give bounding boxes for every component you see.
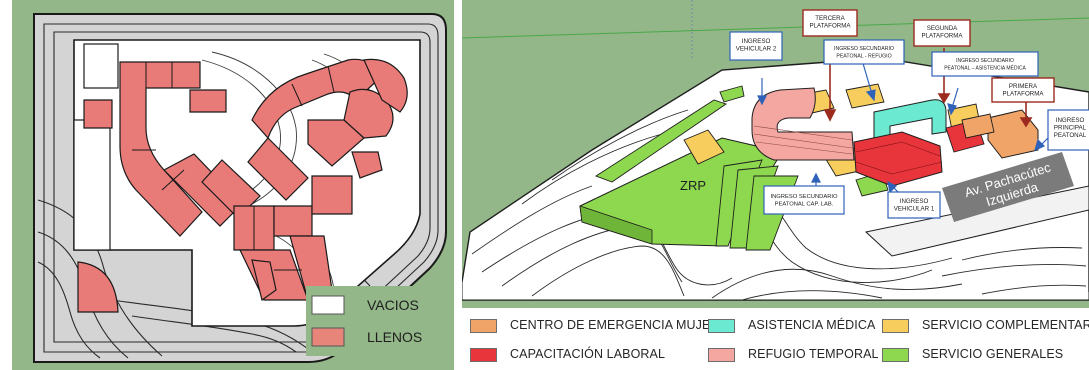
- footprint-divisions: [132, 62, 335, 271]
- terrain-edge: [462, 282, 1089, 301]
- building-footprint: [273, 205, 313, 237]
- legend-swatch: [882, 319, 909, 333]
- callout-box: [1047, 109, 1089, 151]
- callout-box: [931, 51, 1039, 77]
- callout-label-line: VEHICULAR 1: [894, 205, 935, 212]
- services-strip: [595, 99, 728, 183]
- building-footprint: [351, 151, 383, 179]
- refuge-block: [751, 87, 855, 161]
- callout-label-line: PEATONAL CAP. LAB.: [775, 201, 834, 207]
- callout-label-line: PLATAFORMA: [921, 32, 963, 39]
- legend-label: CENTRO DE EMERGENCIA MUJER: [510, 318, 720, 332]
- callout-boxes: [729, 9, 1089, 219]
- callout-label-line: PEATONAL – ASISTENCIA MÉDICA: [944, 64, 1026, 71]
- complementary-block: [683, 129, 725, 165]
- callout-label-line: INGRESO SECUNDARIO: [834, 46, 894, 52]
- building-footprint: [247, 137, 309, 201]
- legend-swatch: [882, 348, 909, 362]
- built-footprints: [77, 58, 408, 313]
- void-block: [73, 119, 111, 251]
- zrp-block-side: [579, 205, 653, 245]
- legend-swatch-vacios: [311, 295, 345, 315]
- callout-label-line: PLATAFORMA: [1002, 90, 1044, 97]
- callout-box: [991, 77, 1055, 103]
- medical-block: [873, 99, 947, 141]
- building-footprint: [311, 175, 353, 215]
- legend-swatch: [708, 319, 735, 333]
- building-footprint: [77, 261, 119, 313]
- callout-label-line: TERCERA: [815, 15, 845, 22]
- callout-label-line: PRIMERA: [1009, 83, 1038, 90]
- legend-label: ASISTENCIA MÉDICA: [748, 318, 876, 332]
- callout-label-line: INGRESO: [742, 38, 771, 45]
- building-footprint: [83, 99, 113, 129]
- site-plan-panel: VACIOS LLENOS: [12, 0, 454, 370]
- building-footprint: [251, 58, 383, 140]
- training-block: [853, 131, 943, 187]
- building-footprint: [363, 58, 408, 113]
- legend-label: SERVICIO COMPLEMENTARIO: [922, 318, 1089, 332]
- callout-label-line: PRINCIPAL: [1054, 124, 1087, 131]
- legend-swatch: [470, 348, 497, 362]
- building-footprint: [189, 89, 227, 113]
- callout-label-line: PEATONAL - REFUGIO: [836, 53, 891, 59]
- services-block: [719, 85, 745, 103]
- callout-label-line: PLATAFORMA: [809, 22, 851, 29]
- callout-box: [802, 9, 858, 37]
- callout-label-line: INGRESO: [1056, 117, 1085, 124]
- avenue-sign: [942, 152, 1074, 222]
- callout-box: [887, 191, 941, 219]
- legend-swatch: [470, 319, 497, 333]
- legend-swatch-llenos: [311, 327, 345, 347]
- refuge-floor-lines: [753, 125, 853, 155]
- legend-label: REFUGIO TEMPORAL: [748, 347, 879, 361]
- emergency-center-block: [961, 113, 995, 139]
- void-block: [83, 43, 119, 89]
- callout-label-line: INGRESO SECUNDARIO: [771, 194, 838, 200]
- callout-box: [729, 31, 783, 61]
- legend-label-llenos: LLENOS: [367, 329, 423, 345]
- callout-label-line: INGRESO: [900, 198, 929, 205]
- zrp-label: ZRP: [680, 178, 706, 193]
- callout-box: [823, 39, 905, 65]
- legend-label-vacios: VACIOS: [367, 297, 419, 313]
- building-footprint: [307, 119, 365, 167]
- callout-label-line: INGRESO SECUNDARIO: [956, 58, 1014, 64]
- training-floor-lines: [855, 141, 943, 175]
- axis-line: [462, 17, 1089, 39]
- callout-label-line: SEGUNDA: [927, 25, 958, 32]
- legend-label: SERVICIO GENERALES: [922, 347, 1064, 361]
- legend-label: CAPACITACIÓN LABORAL: [510, 347, 666, 361]
- callout-label-line: VEHICULAR 2: [736, 45, 777, 52]
- legend-swatch: [708, 348, 735, 362]
- callout-box: [763, 185, 845, 215]
- color-legend: CENTRO DE EMERGENCIA MUJER ASISTENCIA MÉ…: [462, 308, 1089, 370]
- site-plan-drawing: [12, 0, 454, 370]
- callout-label-line: PEATONAL: [1054, 132, 1087, 139]
- callout-box: [913, 19, 971, 47]
- building-footprint: [251, 259, 277, 302]
